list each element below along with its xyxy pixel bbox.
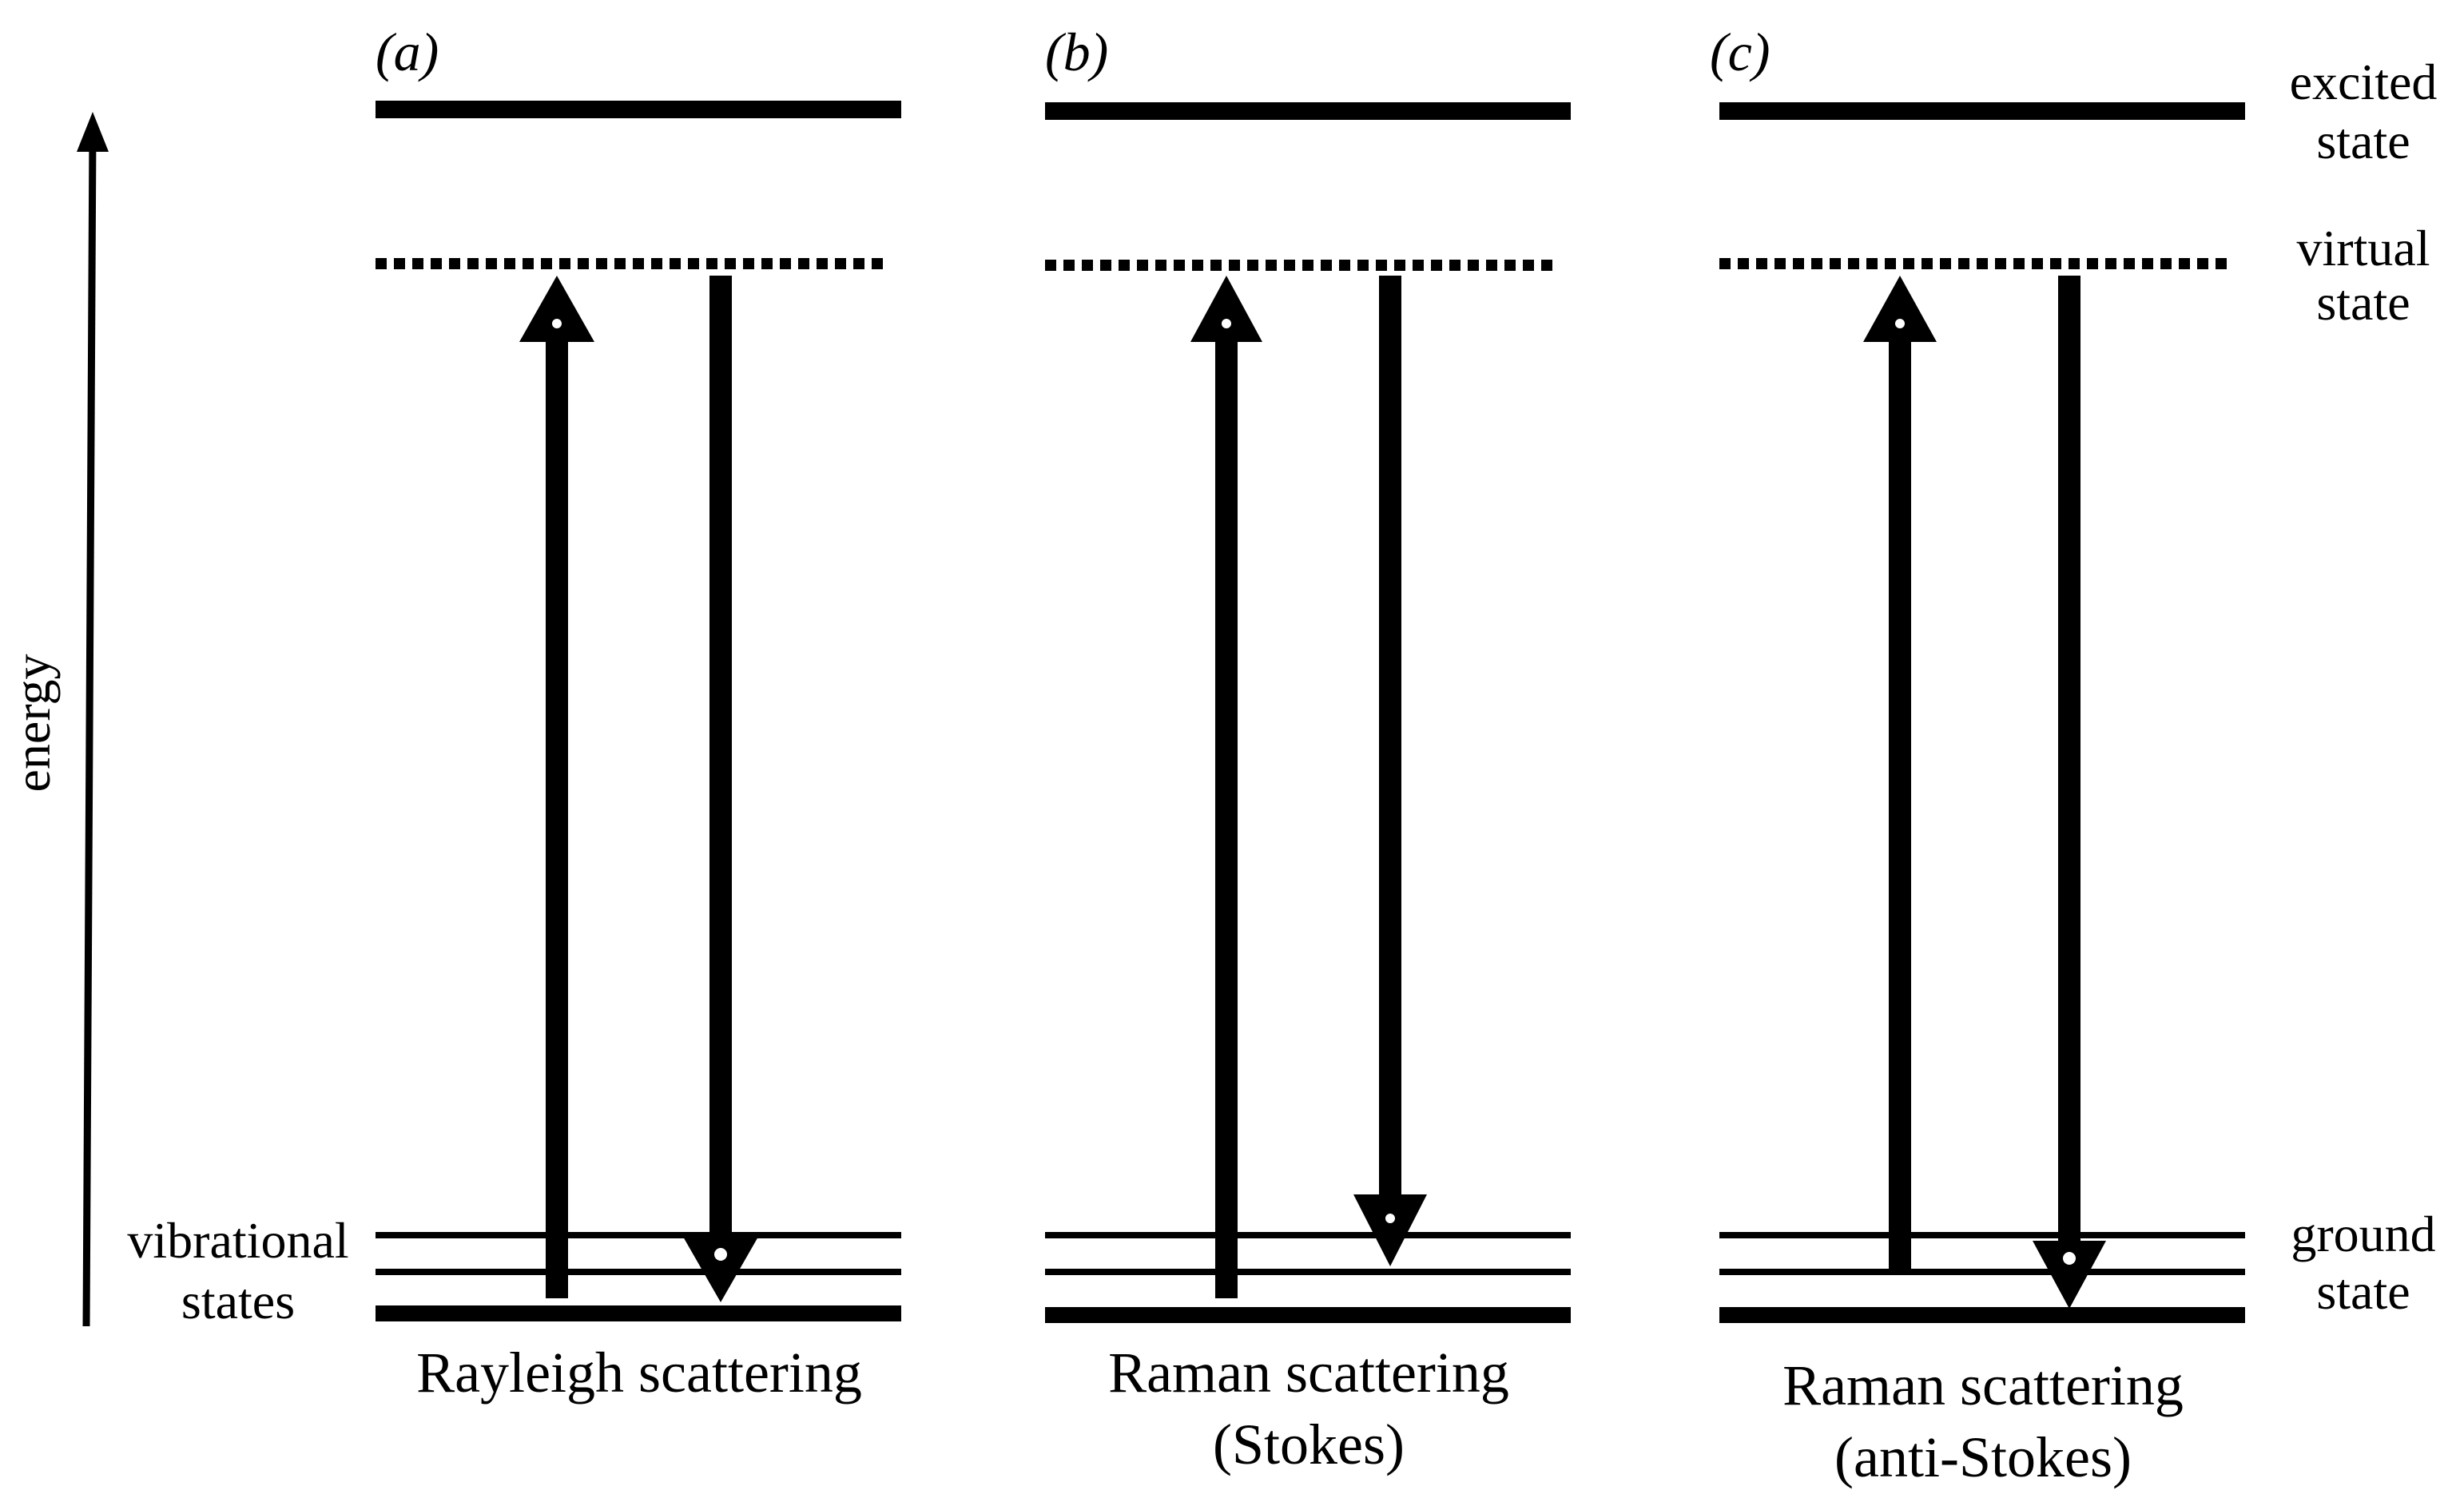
panel-b-excitation-arrow <box>1190 276 1262 1298</box>
panel-b: (b) Raman scattering (Stokes) <box>1045 22 1571 1476</box>
panel-a-caption: Rayleigh scattering <box>416 1341 862 1405</box>
energy-axis: energy <box>4 112 109 1327</box>
virtual-state-label-line-2: state <box>2316 274 2410 331</box>
panel-b-caption-line-1: Raman scattering <box>1108 1341 1509 1405</box>
panel-c-letter: (c) <box>1710 22 1770 82</box>
virtual-state-label-line-1: virtual <box>2296 220 2430 276</box>
panel-b-caption-line-2: (Stokes) <box>1213 1413 1405 1476</box>
panel-a-excitation-arrow <box>519 276 594 1298</box>
energy-axis-line <box>82 131 97 1327</box>
ground-state-label-line-2: state <box>2316 1263 2410 1320</box>
panel-c-excitation-arrow <box>1863 276 1937 1270</box>
vibrational-states-label-line-2: states <box>181 1273 295 1329</box>
energy-axis-arrowhead <box>77 112 109 152</box>
panel-c-caption-line-2: (anti-Stokes) <box>1834 1425 2132 1489</box>
panel-b-letter: (b) <box>1045 22 1108 82</box>
excited-state-label-line-2: state <box>2316 113 2410 169</box>
panel-c-emission-arrow <box>2033 276 2106 1309</box>
panel-c-caption-line-1: Raman scattering <box>1782 1353 2184 1417</box>
ground-state-label-line-1: ground <box>2291 1206 2435 1262</box>
panel-a-letter: (a) <box>376 22 439 82</box>
energy-axis-label: energy <box>4 654 61 793</box>
panel-b-emission-arrow <box>1353 276 1427 1266</box>
panel-a-emission-arrow <box>683 276 758 1302</box>
panel-c: (c) Raman scattering (anti-Stokes) <box>1710 22 2245 1489</box>
excited-state-label-line-1: excited <box>2290 54 2438 110</box>
vibrational-states-label-line-1: vibrational <box>127 1212 348 1269</box>
panel-a: (a) Rayleigh scattering <box>376 22 901 1405</box>
